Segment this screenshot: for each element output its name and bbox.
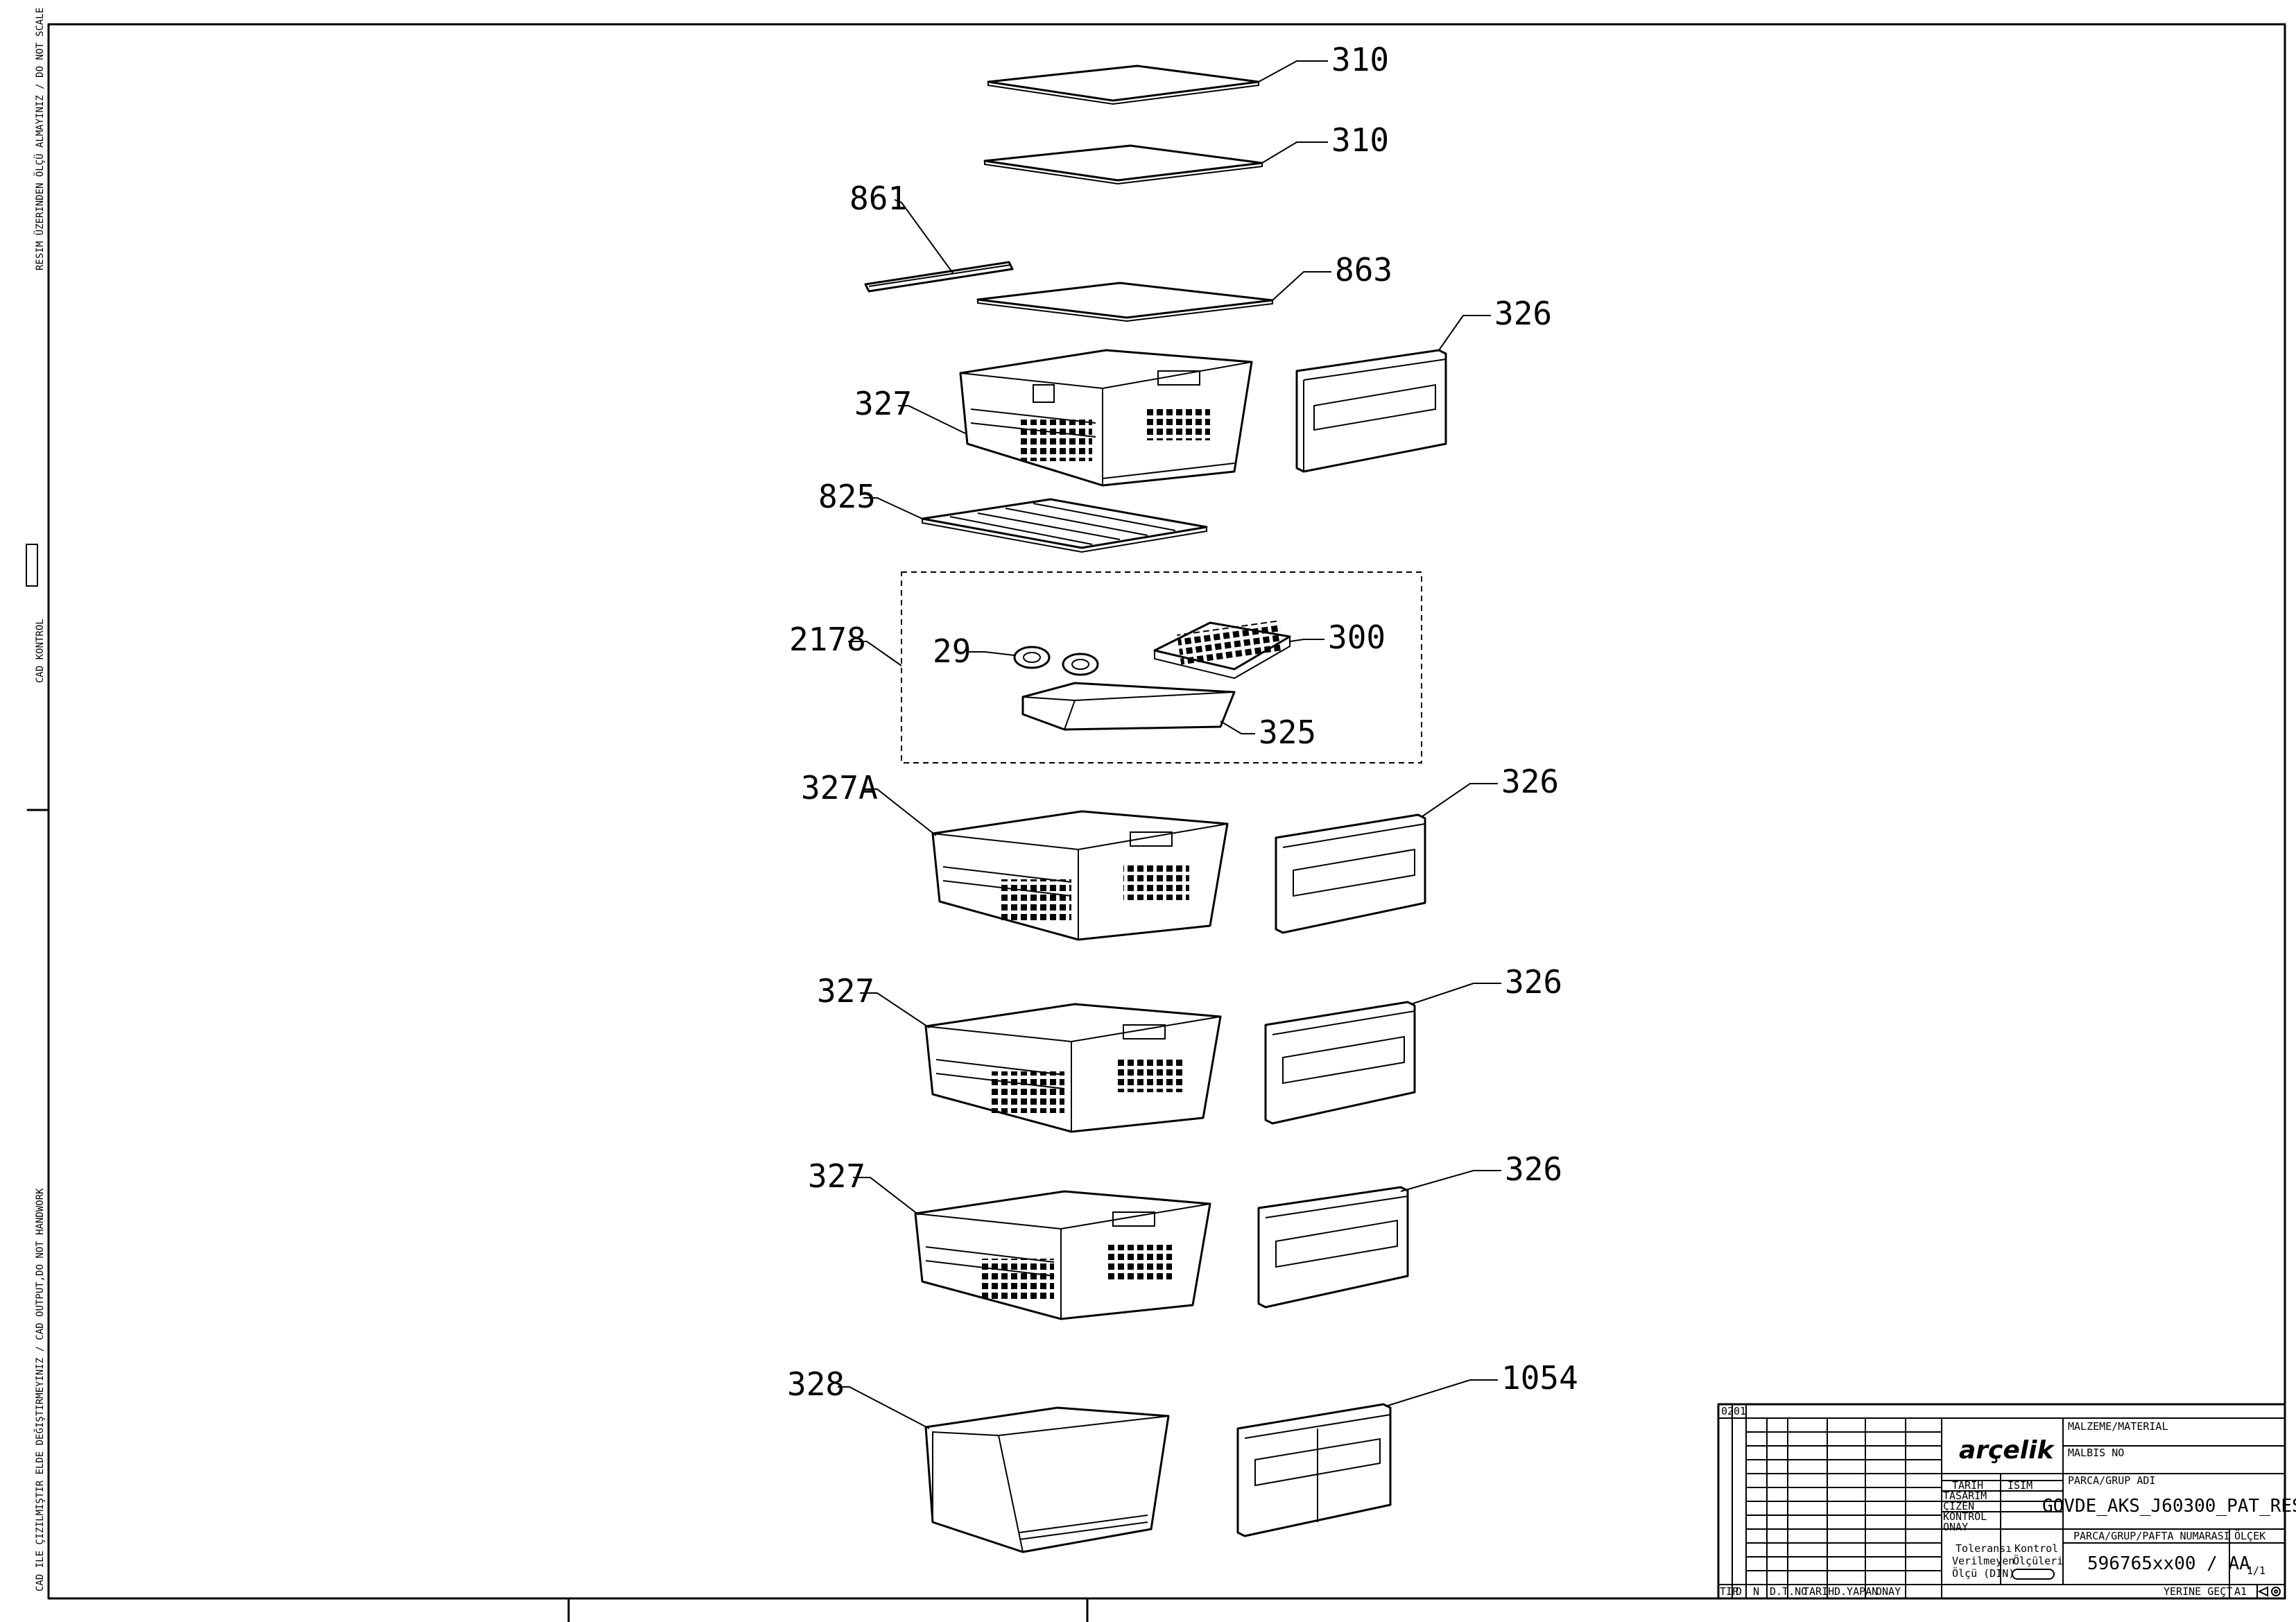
title-block: 02 01 arçelik MALZEME/MATERIAL MALBIS NO…	[1717, 1403, 2296, 1600]
drawer-basket-327A	[931, 810, 1229, 941]
callout-327-lower: 327	[808, 1157, 865, 1195]
callout-326-top: 326	[1494, 295, 1552, 332]
drawer-cover-825	[921, 498, 1208, 553]
callout-29: 29	[933, 632, 971, 670]
col-d-yapan: D.YAPAN	[1834, 1585, 1878, 1598]
callout-1054: 1054	[1501, 1359, 1578, 1397]
col-tarih: TARIH	[1803, 1585, 1834, 1598]
callout-863: 863	[1335, 251, 1392, 288]
tray-325	[1021, 682, 1236, 731]
group-name: GOVDE_AKS_J60300_PAT_RES_594718	[2042, 1496, 2296, 1517]
control-line-2: Ölçüleri	[2013, 1554, 2063, 1567]
corner-code-02: 02	[1721, 1405, 1734, 1417]
tolerance-line-3: Ölçü (DIN)	[1952, 1567, 2014, 1580]
group-2178-box	[901, 571, 1422, 763]
side-note-cad-output: CAD ILE ÇIZILMIŞTIR ELDE DEĞIŞTIRMEYINIZ…	[33, 1188, 46, 1591]
bottom-basket-328	[924, 1406, 1170, 1553]
name-column: ISIM	[2008, 1479, 2032, 1492]
callout-327-middle: 327	[817, 972, 874, 1010]
drawing-frame	[47, 23, 2286, 1600]
tolerance-line-1: Toleransı	[1956, 1542, 2012, 1555]
control-line-1: Kontrol	[2014, 1542, 2058, 1555]
group-name-label: PARCA/GRUP ADI	[2068, 1474, 2155, 1487]
leader-lines	[838, 60, 1501, 1429]
drawer-front-326-a	[1275, 813, 1426, 934]
drawer-basket-327-middle	[924, 1003, 1222, 1133]
drawer-front-326-b	[1264, 1001, 1416, 1125]
date-column: TARIH	[1952, 1479, 1983, 1492]
shelf-profile-861	[864, 261, 1014, 293]
material-label: MALZEME/MATERIAL	[2068, 1420, 2168, 1433]
col-d: D	[1736, 1585, 1742, 1598]
role-onay: ONAY	[1943, 1521, 1968, 1533]
drawer-basket-327-top	[959, 349, 1253, 487]
drawer-front-1054	[1236, 1403, 1392, 1537]
role-kontrol: KONTROL	[1943, 1510, 1987, 1523]
sheet-size: A1	[2234, 1585, 2247, 1598]
callout-325: 325	[1259, 714, 1316, 751]
callout-2178: 2178	[789, 621, 866, 658]
scale-value: 1/1	[2247, 1564, 2265, 1577]
part-number-label: PARCA/GRUP/PAFTA NUMARASI	[2073, 1530, 2230, 1542]
col-dt-no: D.T.NO	[1770, 1585, 1807, 1598]
col-onay: ONAY	[1876, 1585, 1901, 1598]
callout-326-b: 326	[1505, 963, 1562, 1001]
part-number: 596765xx00 / AA	[2087, 1553, 2250, 1574]
company-logo: arçelik	[1959, 1436, 2055, 1465]
projection-symbol	[2257, 1586, 2281, 1597]
callout-310-top: 310	[1331, 41, 1389, 78]
callout-310-second: 310	[1331, 121, 1389, 159]
callout-327A: 327A	[801, 769, 878, 806]
callout-326-a: 326	[1501, 763, 1559, 800]
side-note-cad-kontrol: CAD KONTROL	[35, 619, 46, 683]
egg-holder-29	[1013, 646, 1099, 676]
side-note-do-not-scale: RESIM ÜZERINDEN ÖLÇÜ ALMAYINIZ / DO NOT …	[33, 8, 46, 270]
callout-327-top: 327	[854, 385, 912, 422]
col-tip: TIP	[1720, 1585, 1738, 1598]
role-cizen: ÇIZEN	[1943, 1500, 1974, 1512]
role-tasarim: TASARIM	[1943, 1490, 1987, 1502]
callout-328: 328	[787, 1365, 845, 1403]
drawer-front-326-top	[1295, 349, 1447, 473]
control-symbol	[2012, 1569, 2055, 1580]
callout-825: 825	[818, 478, 876, 515]
drawer-basket-327-lower	[914, 1190, 1211, 1320]
callout-326-c: 326	[1505, 1150, 1562, 1188]
corner-code-01: 01	[1734, 1405, 1746, 1417]
drawer-front-326-c	[1257, 1186, 1409, 1309]
glass-shelf-310-second	[983, 144, 1263, 185]
glass-shelf-310-top	[987, 64, 1260, 105]
cad-kontrol-box	[26, 544, 38, 587]
callout-300: 300	[1328, 619, 1386, 656]
col-n: N	[1753, 1585, 1759, 1598]
glass-shelf-863	[976, 282, 1274, 322]
callout-861: 861	[849, 180, 907, 217]
replaces-label: YERINE GEÇT	[2164, 1585, 2232, 1598]
ice-tray-300	[1153, 620, 1291, 680]
scale-label: ÖLÇEK	[2234, 1529, 2265, 1542]
tolerance-line-2: Verilmeyen	[1952, 1555, 2014, 1567]
malbis-label: MALBIS NO	[2068, 1447, 2124, 1459]
